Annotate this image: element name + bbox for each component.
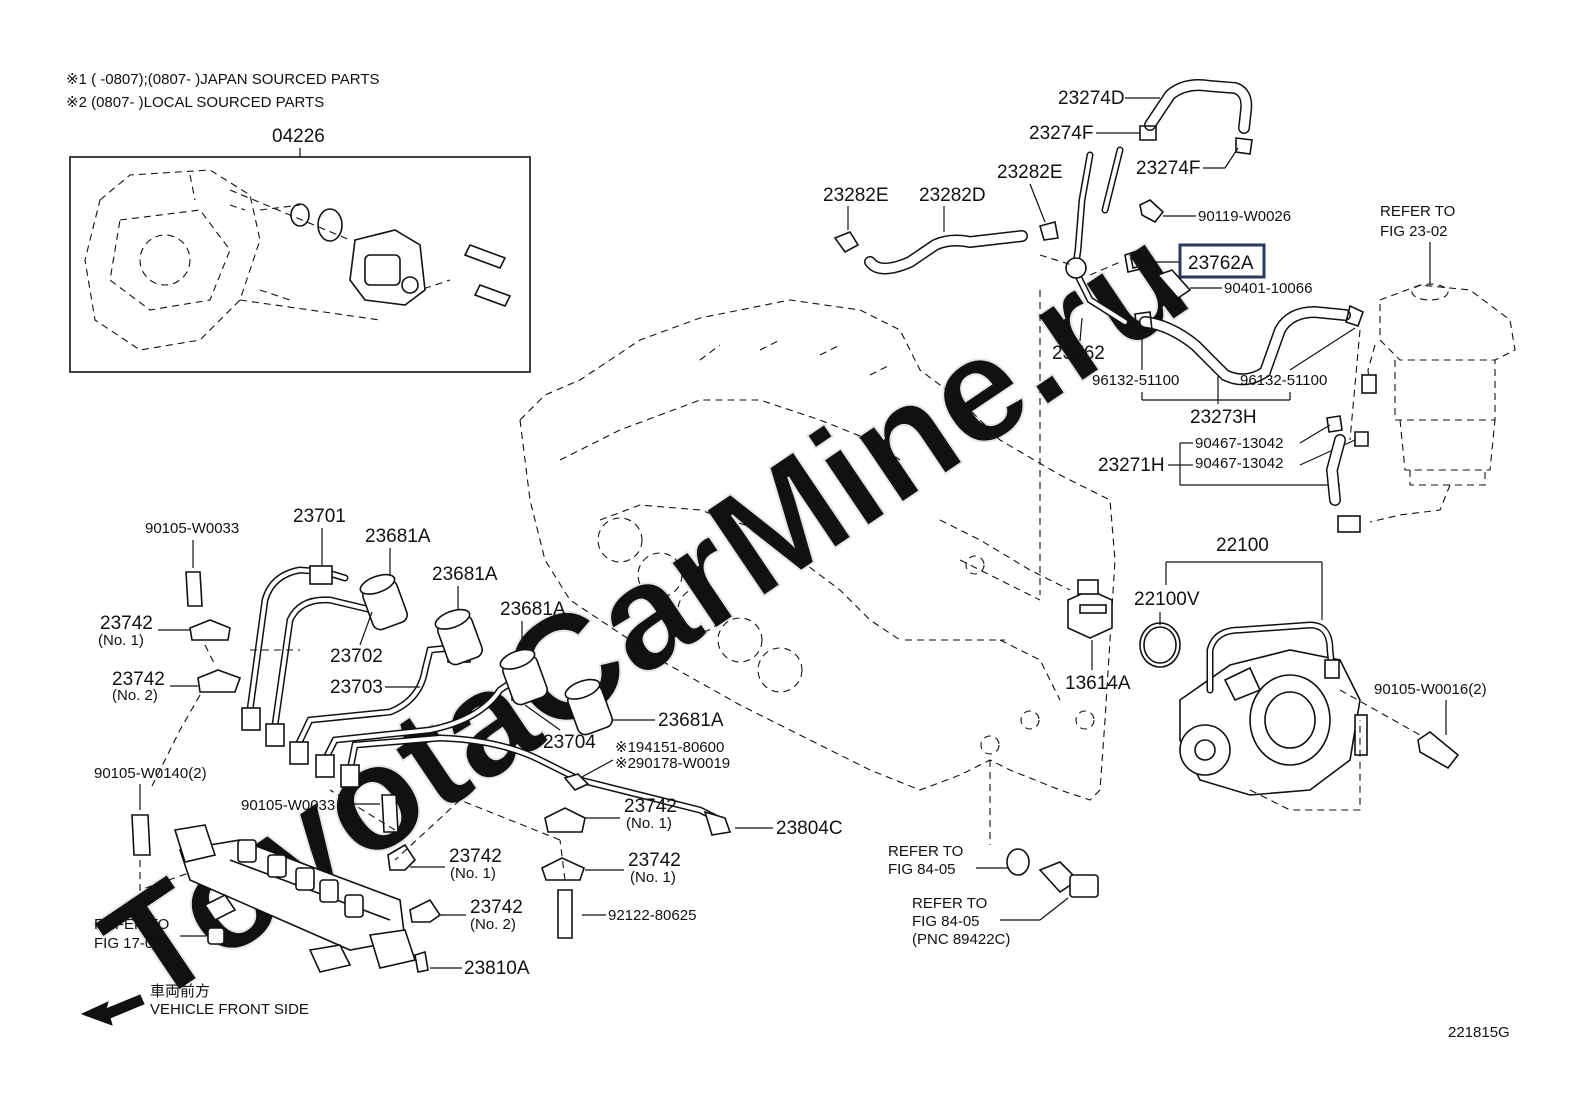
label-23282E-right[interactable]: 23282E <box>997 162 1063 183</box>
label-23271H[interactable]: 23271H <box>1098 455 1165 476</box>
note-local-sourced: ※2 (0807- )LOCAL SOURCED PARTS <box>66 94 324 111</box>
label-refer-23-02-line1[interactable]: REFER TO <box>1380 203 1455 220</box>
label-23274F-left[interactable]: 23274F <box>1029 123 1093 144</box>
label-90105-W0033-top[interactable]: 90105-W0033 <box>145 520 239 537</box>
supply-pump-22100 <box>1179 621 1368 796</box>
hose-23274D <box>1144 79 1253 134</box>
label-23762A[interactable]: 23762A <box>1188 253 1254 274</box>
label-23681A-4[interactable]: 23681A <box>658 710 724 731</box>
label-refer-84-05-a-line1[interactable]: REFER TO <box>888 843 963 860</box>
pipe-23762 <box>1065 146 1129 326</box>
label-90105-W0140[interactable]: 90105-W0140(2) <box>94 765 207 782</box>
bolts-inset <box>463 244 512 307</box>
label-96132-51100-left[interactable]: 96132-51100 <box>1092 372 1179 389</box>
highlight-23762A <box>1178 243 1266 279</box>
label-refer-84-05-b-line3[interactable]: (PNC 89422C) <box>912 931 1010 948</box>
label-23273H[interactable]: 23273H <box>1190 407 1257 428</box>
label-refer-84-05-b-line1[interactable]: REFER TO <box>912 895 987 912</box>
label-23742-no2-left[interactable]: 23742 <box>112 669 165 690</box>
label-22100[interactable]: 22100 <box>1216 535 1269 556</box>
figure-id: 221815G <box>1448 1024 1510 1041</box>
label-23274D[interactable]: 23274D <box>1058 88 1125 109</box>
injection-pipes <box>246 566 724 824</box>
label-23742-no2-lower[interactable]: 23742 <box>470 897 523 918</box>
label-refer-84-05-a-line2[interactable]: FIG 84-05 <box>888 861 956 878</box>
label-23274F-right[interactable]: 23274F <box>1136 158 1200 179</box>
label-23810A[interactable]: 23810A <box>464 958 530 979</box>
label-vehicle-front-jp: 車両前方 <box>150 983 210 1000</box>
label-13614A[interactable]: 13614A <box>1065 673 1131 694</box>
label-refer-17-01-line2[interactable]: FIG 17-01 <box>94 935 162 952</box>
label-90178-W0019[interactable]: ※290178-W0019 <box>615 755 730 772</box>
label-96132-51100-right[interactable]: 96132-51100 <box>1240 372 1327 389</box>
label-04226[interactable]: 04226 <box>272 126 325 147</box>
fuel-filter-assembly <box>1337 283 1516 533</box>
label-92122-80625[interactable]: 92122-80625 <box>608 907 696 924</box>
nozzle-holder-seals <box>359 573 613 736</box>
label-23742-no2-left-sub[interactable]: (No. 2) <box>112 687 158 704</box>
label-23702[interactable]: 23702 <box>330 646 383 667</box>
hose-23282D <box>864 230 1028 275</box>
label-23681A-3[interactable]: 23681A <box>500 599 566 620</box>
label-23742-no1-right-sub[interactable]: (No. 1) <box>630 869 676 886</box>
temperature-sensor <box>1038 861 1099 898</box>
label-90119-W0026[interactable]: 90119-W0026 <box>1198 208 1291 225</box>
label-23701[interactable]: 23701 <box>293 506 346 527</box>
label-23282D[interactable]: 23282D <box>919 185 986 206</box>
label-refer-17-01-line1[interactable]: REFER TO <box>94 916 169 933</box>
label-23742-no1-mid[interactable]: 23742 <box>624 796 677 817</box>
kit-04226-box <box>69 156 531 373</box>
label-90105-W0016[interactable]: 90105-W0016(2) <box>1374 681 1487 698</box>
label-23742-no1-lower[interactable]: 23742 <box>449 846 502 867</box>
note-japan-sourced: ※1 ( -0807);(0807- )JAPAN SOURCED PARTS <box>66 71 380 88</box>
sensor-13614A <box>1067 579 1113 639</box>
label-90467-13042-upper[interactable]: 90467-13042 <box>1195 435 1283 452</box>
hose-23273H <box>1139 305 1351 386</box>
label-23703[interactable]: 23703 <box>330 677 383 698</box>
pump-outline-inset <box>84 169 451 351</box>
label-23681A-2[interactable]: 23681A <box>432 564 498 585</box>
label-22100V[interactable]: 22100V <box>1134 589 1200 610</box>
label-23742-no2-lower-sub[interactable]: (No. 2) <box>470 916 516 933</box>
common-rail-23810A <box>173 824 429 973</box>
label-23681A-1[interactable]: 23681A <box>365 526 431 547</box>
label-vehicle-front-en: VEHICLE FRONT SIDE <box>150 1001 309 1018</box>
label-90401-10066[interactable]: 90401-10066 <box>1224 280 1312 297</box>
label-90467-13042-lower[interactable]: 90467-13042 <box>1195 455 1283 472</box>
hose-23271H <box>1325 434 1346 506</box>
label-23742-no1-right[interactable]: 23742 <box>628 850 681 871</box>
label-94151-80600[interactable]: ※194151-80600 <box>615 739 724 756</box>
engine-block <box>519 299 1116 801</box>
vehicle-front-arrow-icon <box>80 994 145 1026</box>
label-23742-no1-left[interactable]: 23742 <box>100 613 153 634</box>
label-23804C[interactable]: 23804C <box>776 818 843 839</box>
label-23762[interactable]: 23762 <box>1052 343 1105 364</box>
label-90105-W0033-bottom[interactable]: 90105-W0033 <box>241 797 335 814</box>
label-23742-no1-left-sub[interactable]: (No. 1) <box>98 632 144 649</box>
suction-control-valve-inset <box>349 229 426 306</box>
label-23282E-left[interactable]: 23282E <box>823 185 889 206</box>
label-23742-no1-lower-sub[interactable]: (No. 1) <box>450 865 496 882</box>
label-23704[interactable]: 23704 <box>543 732 596 753</box>
label-refer-23-02-line2[interactable]: FIG 23-02 <box>1380 223 1448 240</box>
label-refer-84-05-b-line2[interactable]: FIG 84-05 <box>912 913 980 930</box>
label-23742-no1-mid-sub[interactable]: (No. 1) <box>626 815 672 832</box>
